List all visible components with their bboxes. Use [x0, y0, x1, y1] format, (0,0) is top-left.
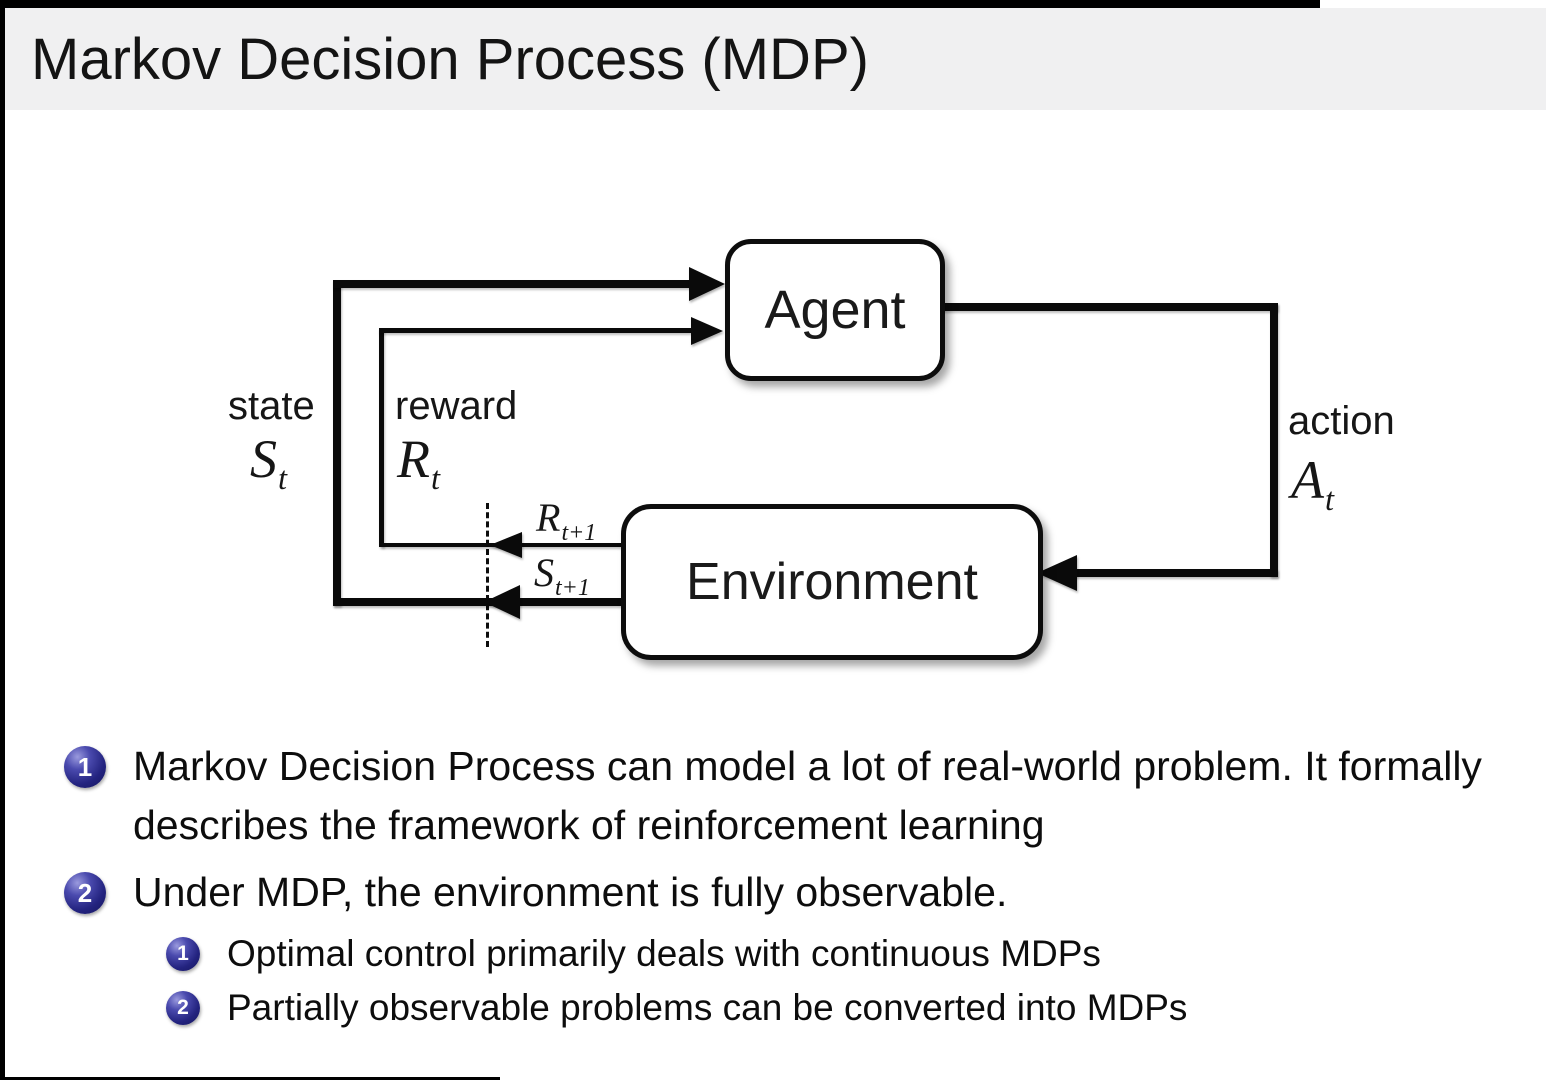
action-symbol-sub: t	[1325, 481, 1334, 518]
state-arrowhead-into-agent	[689, 267, 725, 301]
next-reward-arrowhead	[490, 532, 522, 558]
bullet-ball-2: 2	[64, 872, 106, 914]
state-label: state	[228, 384, 315, 428]
page-title: Markov Decision Process (MDP)	[31, 26, 869, 92]
action-symbol: At	[1291, 449, 1334, 519]
reward-symbol-sub: t	[431, 460, 440, 497]
reward-symbol-base: R	[397, 429, 430, 489]
action-arrowhead-into-environment	[1037, 555, 1077, 591]
agent-box: Agent	[725, 239, 945, 381]
next-state-symbol: St+1	[534, 549, 590, 602]
reward-symbol: Rt	[397, 428, 440, 498]
sub-bullet-ball-2: 2	[166, 991, 200, 1025]
bullet-item-2: 2 Under MDP, the environment is fully ob…	[64, 863, 1007, 922]
bullet-item-1: 1 Markov Decision Process can model a lo…	[64, 737, 1508, 855]
action-symbol-base: A	[1291, 450, 1324, 510]
next-state-arrowhead	[484, 585, 520, 619]
action-line-vertical	[1270, 303, 1278, 577]
reward-line-top	[379, 328, 691, 333]
state-symbol: St	[250, 428, 287, 498]
slide-title-bar: Markov Decision Process (MDP)	[5, 8, 1546, 110]
reward-line-vertical	[379, 328, 384, 547]
next-state-base: S	[534, 550, 554, 595]
environment-label: Environment	[686, 553, 978, 611]
bullet-text-1: Markov Decision Process can model a lot …	[133, 743, 1482, 848]
next-state-line	[333, 598, 621, 606]
left-border	[0, 0, 5, 1080]
sub-bullet-text-1: Optimal control primarily deals with con…	[227, 933, 1101, 974]
sub-bullet-text-2: Partially observable problems can be con…	[227, 987, 1188, 1028]
state-line-top	[333, 280, 693, 288]
agent-label: Agent	[764, 280, 906, 340]
reward-label: reward	[395, 384, 518, 428]
top-border	[0, 0, 1320, 8]
timestep-dashed-line	[486, 503, 489, 647]
action-label: action	[1288, 399, 1395, 443]
environment-box: Environment	[621, 504, 1043, 660]
sub-bullet-item-1: 1 Optimal control primarily deals with c…	[166, 929, 1101, 979]
state-symbol-sub: t	[278, 460, 287, 497]
sub-bullet-item-2: 2 Partially observable problems can be c…	[166, 983, 1187, 1033]
bottom-border	[0, 1077, 500, 1080]
state-symbol-base: S	[250, 429, 277, 489]
bullet-text-2: Under MDP, the environment is fully obse…	[133, 869, 1008, 915]
next-reward-symbol: Rt+1	[536, 494, 596, 547]
state-line-vertical	[333, 280, 341, 606]
sub-bullet-ball-1: 1	[166, 937, 200, 971]
action-line-top	[935, 303, 1278, 311]
next-reward-sub: t+1	[561, 520, 597, 546]
reward-arrowhead-into-agent	[691, 317, 723, 345]
next-reward-base: R	[536, 495, 561, 540]
next-state-sub: t+1	[555, 575, 590, 601]
bullet-ball-1: 1	[64, 746, 106, 788]
action-line-bottom	[1070, 569, 1278, 577]
